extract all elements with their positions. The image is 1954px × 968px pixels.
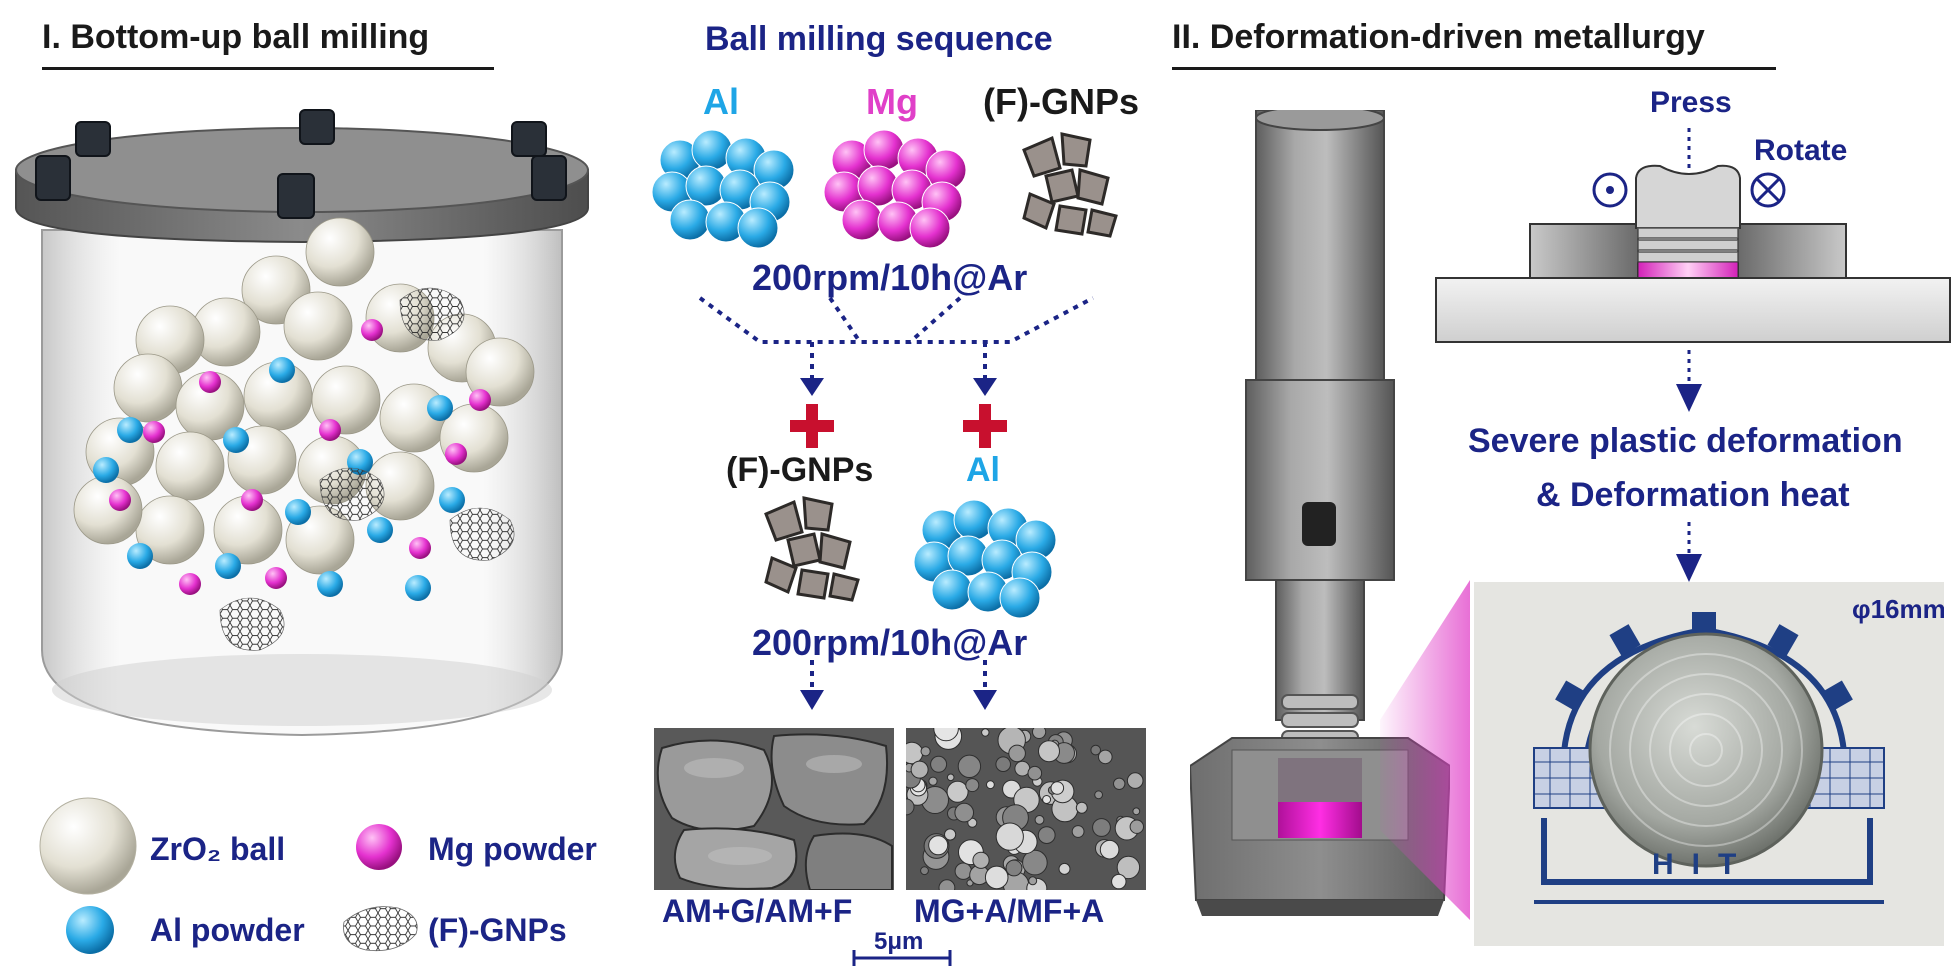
press-schematic [1435,128,1951,412]
zro2-ball-legend-icon [39,797,137,895]
mg-powder-legend-icon [356,824,402,870]
legend-al-powder: Al powder [150,912,305,948]
scale-bar [852,950,952,966]
label-al-top: Al [703,81,739,122]
legend-mg-powder: Mg powder [428,831,597,867]
ball-mill-jar-illustration [15,109,589,737]
label-mg-top: Mg [866,81,918,122]
al-particle-cluster-mid [913,499,1057,618]
gnps-legend-icon [343,906,418,952]
scale-bar-label: 5μm [874,928,924,955]
deformation-tool-illustration [1190,110,1450,916]
diameter-label: φ16mm [1852,594,1944,624]
sem-image-left [654,728,894,890]
sem-label-left: AM+G/AM+F [662,893,853,929]
label-al-mid: Al [966,451,1000,489]
legend-gnps: (F)-GNPs [428,912,567,948]
magnification-projection [1380,580,1470,920]
sequence-flow-arrows [698,296,1094,710]
al-powder-legend-icon [66,906,114,954]
milling-condition-1: 200rpm/10h@Ar [752,257,1028,298]
gnps-flakes-top [1022,132,1118,238]
label-gnps-top: (F)-GNPs [983,81,1139,122]
panel2-title-underline [1172,67,1776,70]
arrow-to-photo [1676,522,1702,582]
spd-line-1: Severe plastic deformation [1468,422,1903,460]
sem-image-right [906,728,1146,890]
mg-particle-cluster [823,129,967,248]
label-gnps-mid: (F)-GNPs [726,451,874,489]
rotate-label: Rotate [1754,134,1848,167]
gnps-flakes-mid [764,496,860,602]
milling-condition-2: 200rpm/10h@Ar [752,622,1028,663]
sample-photo: HIT φ16mm [1474,582,1944,946]
logo-text: HIT [1652,848,1755,881]
spd-line-2: & Deformation heat [1536,476,1850,514]
al-particle-cluster [651,129,795,248]
sem-label-right: MG+A/MF+A [914,893,1105,929]
panel2-title: II. Deformation-driven metallurgy [1172,18,1705,56]
panel1-title-underline [42,67,494,70]
sequence-title: Ball milling sequence [705,20,1053,58]
panel1-title: I. Bottom-up ball milling [42,18,430,56]
legend-zro2-ball: ZrO₂ ball [150,831,286,867]
press-label: Press [1650,86,1732,119]
